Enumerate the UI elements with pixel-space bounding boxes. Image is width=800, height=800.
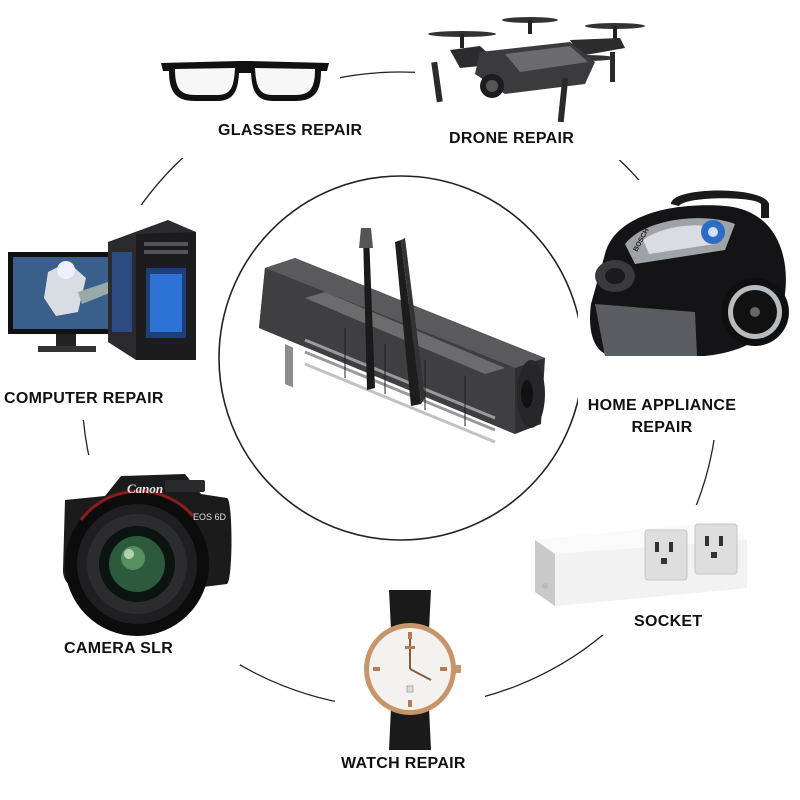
glasses-icon: [161, 61, 329, 101]
camera-icon: Canon EOS 6D: [63, 474, 232, 636]
precision-screwdriver-kit-icon: [259, 228, 545, 444]
socket-label: SOCKET: [634, 613, 703, 630]
home-appliance-repair-label: HOME APPLIANCE REPAIR: [582, 395, 742, 439]
watch-repair-label: WATCH REPAIR: [341, 755, 466, 772]
computer-repair-label: COMPUTER REPAIR: [4, 390, 164, 407]
camera-brand-text: Canon: [127, 481, 163, 496]
computer-icon: [8, 220, 196, 360]
home-appliance-label-line1: HOME APPLIANCE: [587, 397, 737, 414]
home-appliance-label-line2: REPAIR: [631, 419, 693, 436]
vacuum-icon: BOSCH: [590, 190, 789, 356]
camera-slr-label: CAMERA SLR: [64, 640, 174, 657]
power-strip-icon: [535, 522, 747, 606]
wristwatch-icon: [364, 590, 461, 750]
drone-repair-label: DRONE REPAIR: [449, 130, 575, 147]
camera-model-text: EOS 6D: [193, 512, 227, 522]
glasses-repair-label: GLASSES REPAIR: [218, 122, 363, 139]
drone-icon: [428, 17, 645, 123]
